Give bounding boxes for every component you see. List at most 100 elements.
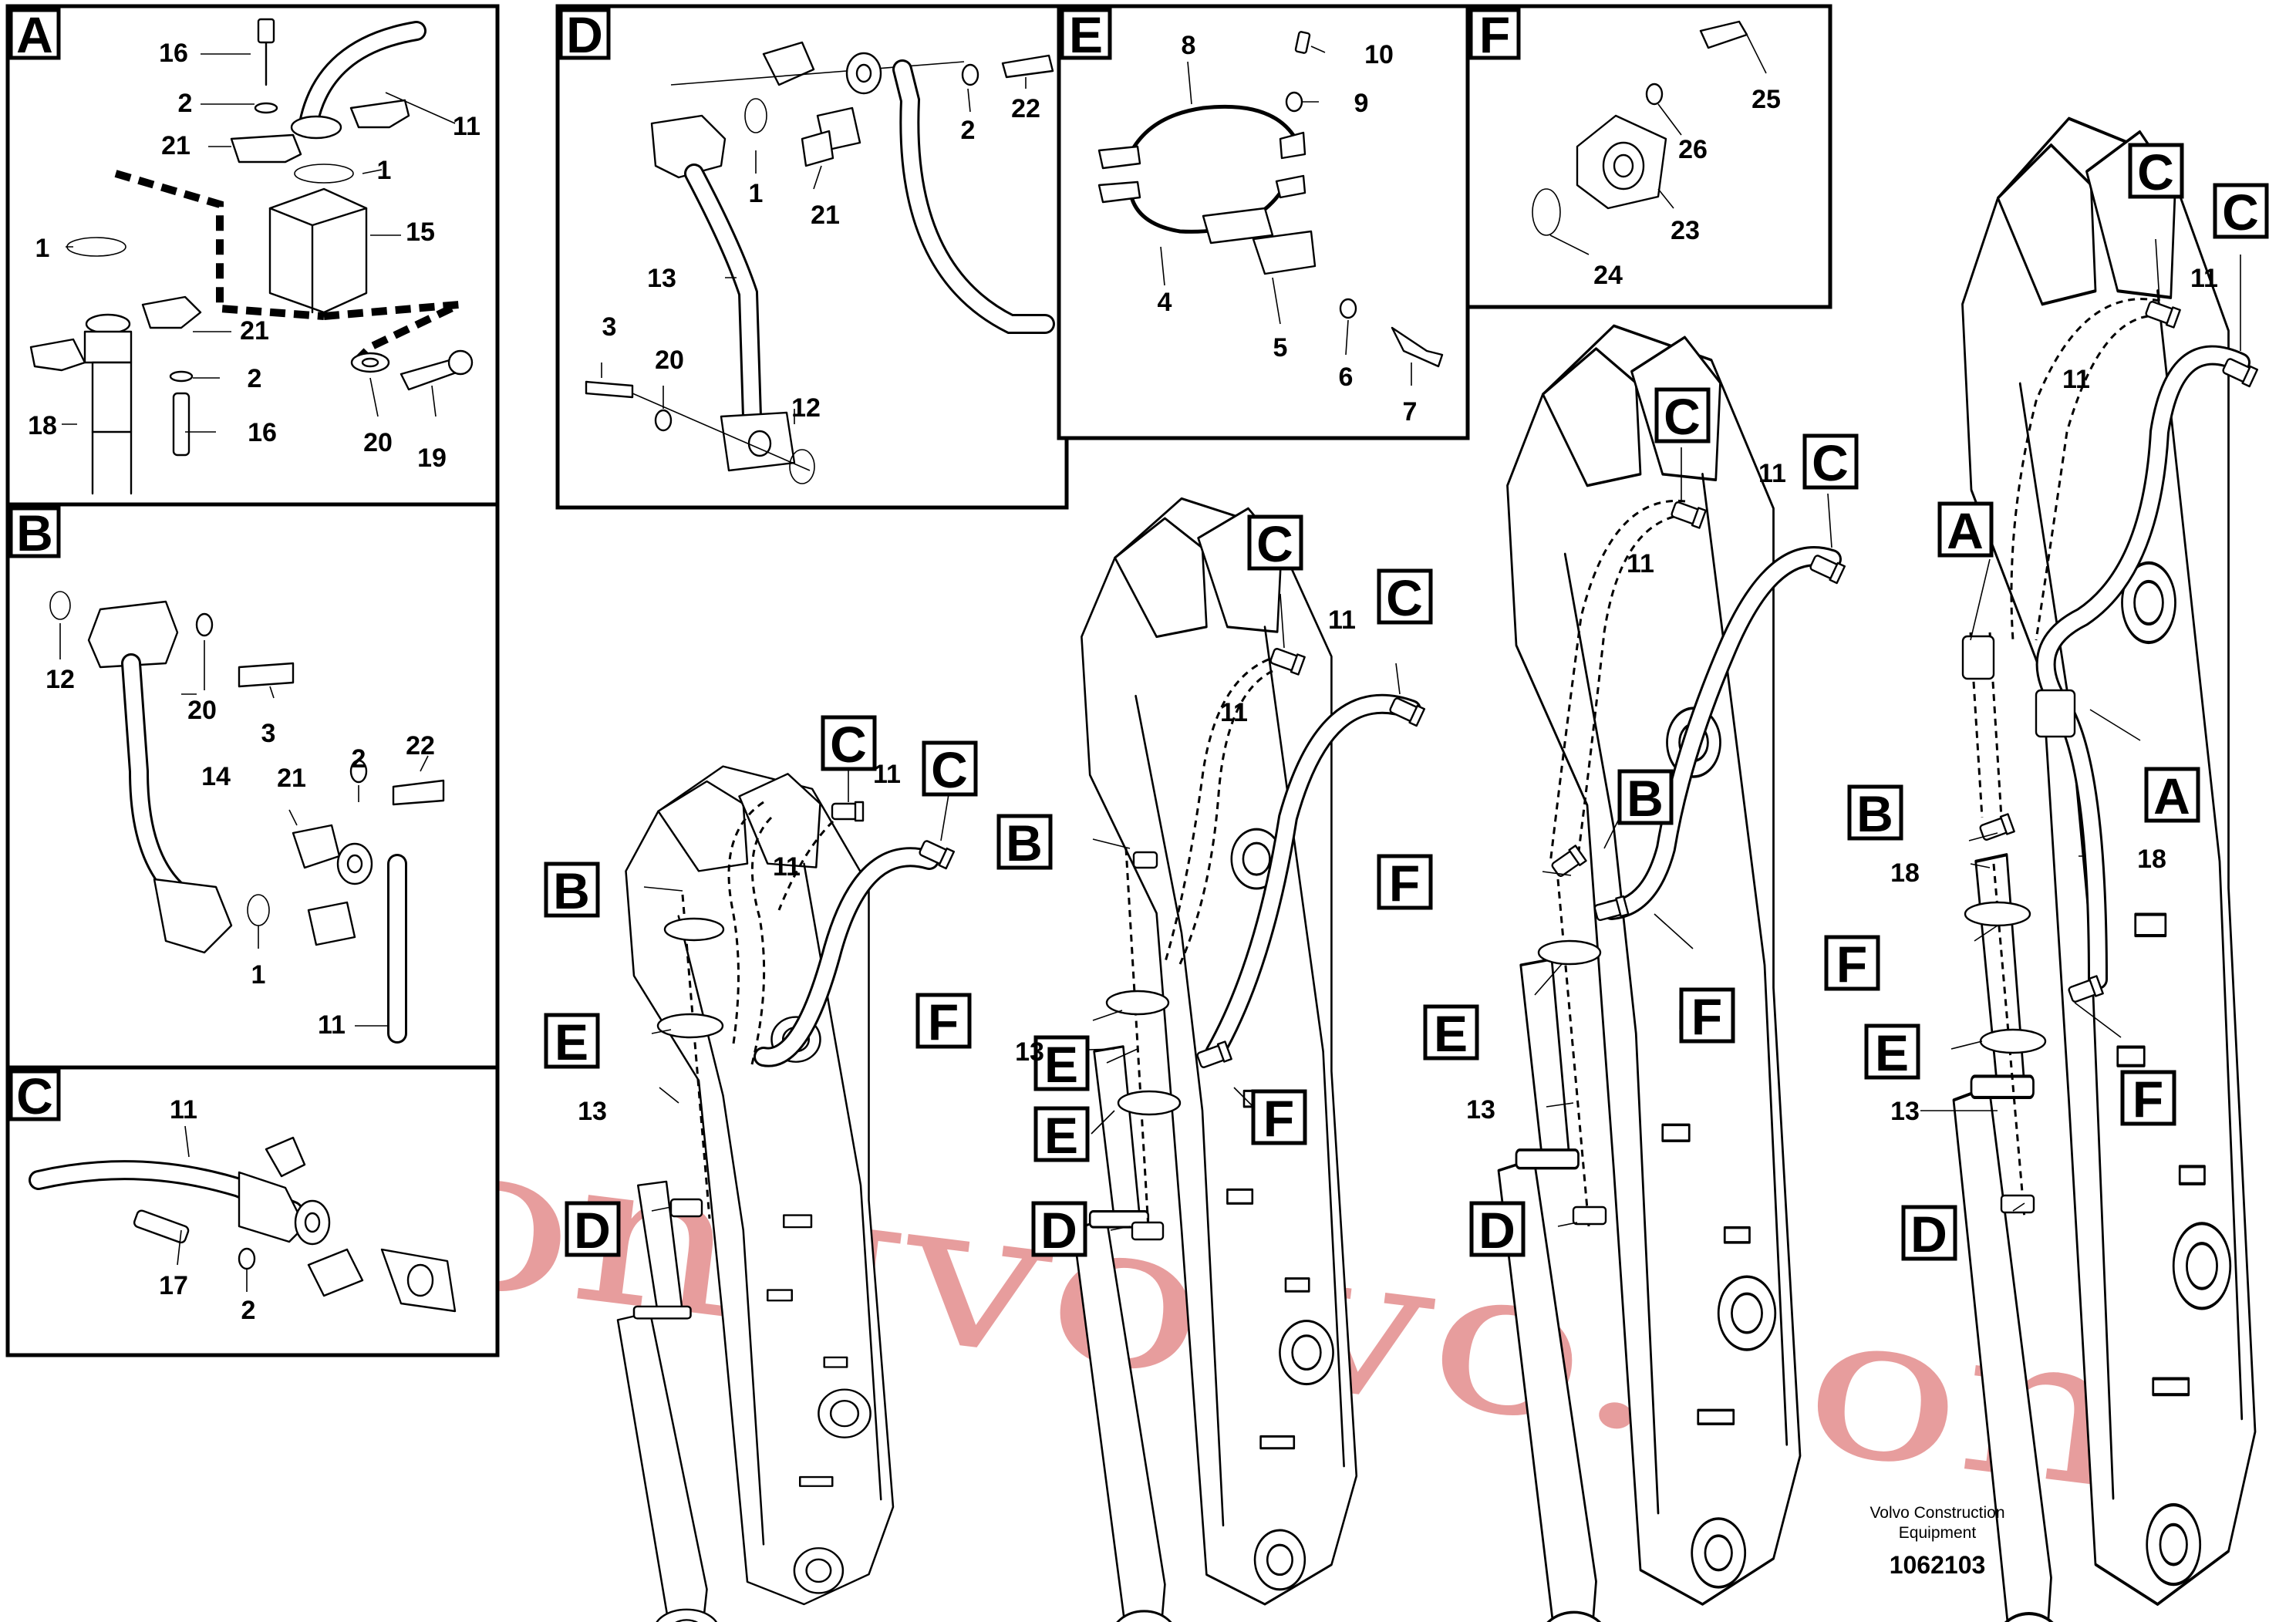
detail-panel-a: A 16 2 11 21 1 15 1 21 2	[5, 4, 500, 507]
svg-text:2: 2	[178, 89, 193, 118]
svg-text:5: 5	[1273, 333, 1288, 363]
boom-3-labels: C C B F E F D 11 11 13	[1377, 387, 1859, 1259]
svg-text:1: 1	[377, 156, 392, 185]
svg-text:11: 11	[1758, 459, 1786, 488]
svg-text:F: F	[1691, 988, 1722, 1045]
svg-text:C: C	[1664, 388, 1701, 445]
svg-text:13: 13	[647, 264, 676, 293]
svg-text:A: A	[1947, 502, 1984, 559]
panel-f-callouts: 25 26 23 24	[1593, 85, 1781, 290]
svg-text:19: 19	[417, 443, 447, 473]
detail-panel-d: D 22 1 2 21 13 3 20 12	[555, 4, 1069, 510]
boom-assembly-4: C C A A B F E F D 11 11 18 18 13	[1824, 119, 2269, 1622]
svg-text:20: 20	[363, 428, 393, 457]
svg-text:23: 23	[1671, 216, 1700, 245]
svg-text:D: D	[1040, 1202, 1077, 1259]
svg-text:13: 13	[1466, 1095, 1495, 1125]
svg-text:2: 2	[352, 744, 366, 774]
svg-text:18: 18	[1890, 858, 1920, 888]
svg-text:21: 21	[240, 316, 269, 346]
svg-text:C: C	[2137, 143, 2174, 201]
svg-text:A: A	[2153, 767, 2190, 824]
svg-text:1: 1	[35, 234, 50, 263]
svg-text:C: C	[1812, 434, 1849, 491]
svg-text:3: 3	[602, 312, 617, 342]
svg-text:11: 11	[170, 1095, 197, 1125]
svg-text:11: 11	[1328, 605, 1356, 635]
svg-text:11: 11	[318, 1010, 346, 1040]
svg-text:11: 11	[1220, 698, 1248, 727]
boom-assembly-3: C C B F E F D 11 11 13	[1377, 324, 1859, 1622]
svg-text:11: 11	[1627, 549, 1654, 578]
svg-text:E: E	[1044, 1107, 1078, 1164]
panel-a-title: A	[16, 6, 53, 63]
svg-text:13: 13	[1890, 1097, 1920, 1126]
svg-text:C: C	[931, 741, 968, 798]
panel-b-callouts: 12 20 3 14 22 21 2 1 11	[46, 665, 435, 1040]
svg-text:1: 1	[749, 179, 764, 208]
svg-text:13: 13	[1015, 1037, 1044, 1067]
svg-text:21: 21	[277, 764, 306, 793]
drawing-footer: Volvo Construction Equipment 1062103	[1870, 1504, 2004, 1579]
svg-text:2: 2	[248, 364, 262, 393]
svg-text:D: D	[1910, 1206, 1947, 1263]
svg-text:2: 2	[241, 1296, 256, 1325]
svg-text:E: E	[555, 1013, 588, 1071]
svg-text:11: 11	[873, 760, 901, 789]
svg-text:11: 11	[453, 112, 480, 141]
boom-assembly-2: C C B F E E D F 11 11 13	[915, 497, 1433, 1622]
panel-b-title: B	[16, 504, 53, 561]
svg-text:C: C	[1386, 569, 1423, 626]
svg-text:C: C	[830, 716, 867, 773]
svg-text:22: 22	[406, 731, 435, 760]
boom-2-labels: C C B F E E D F 11 11 13	[915, 514, 1433, 1259]
detail-panel-e: E 8 10 9 4 5 6 7	[1057, 4, 1470, 440]
svg-text:F: F	[928, 993, 959, 1050]
svg-text:D: D	[1478, 1202, 1515, 1259]
svg-text:7: 7	[1403, 397, 1418, 427]
svg-text:15: 15	[406, 218, 435, 247]
svg-text:F: F	[1836, 936, 1867, 993]
svg-text:18: 18	[28, 411, 57, 440]
svg-text:E: E	[1044, 1036, 1078, 1093]
panel-f-title: F	[1479, 6, 1510, 63]
panel-d-callouts: 22 1 2 21 13 3 20 12	[602, 94, 1040, 423]
detail-panel-c: C 11 17 2	[5, 1065, 500, 1357]
svg-text:21: 21	[161, 131, 190, 160]
svg-text:9: 9	[1354, 89, 1369, 118]
svg-text:25: 25	[1752, 85, 1781, 114]
svg-text:17: 17	[159, 1271, 188, 1300]
svg-text:11: 11	[773, 852, 801, 882]
svg-text:B: B	[1006, 814, 1043, 872]
svg-text:12: 12	[46, 665, 75, 694]
svg-text:4: 4	[1158, 288, 1172, 317]
svg-text:F: F	[2132, 1071, 2163, 1128]
svg-text:2: 2	[961, 116, 976, 145]
svg-text:22: 22	[1011, 94, 1040, 123]
svg-text:B: B	[553, 862, 590, 919]
svg-text:C: C	[1256, 515, 1293, 572]
svg-text:3: 3	[261, 719, 276, 748]
svg-text:20: 20	[655, 346, 684, 375]
detail-panel-f: F 25 26 23 24	[1465, 4, 1832, 309]
svg-text:F: F	[1263, 1090, 1294, 1147]
panel-d-title: D	[566, 6, 603, 63]
svg-text:11: 11	[2190, 264, 2218, 293]
svg-text:F: F	[1389, 855, 1420, 912]
panel-e-callouts: 8 10 9 4 5 6 7	[1158, 31, 1418, 427]
boom-4-labels: C C A A B F E F D 11 11 18 18 13	[1824, 143, 2269, 1263]
svg-text:21: 21	[811, 201, 840, 230]
company-name-line-1: Volvo Construction	[1870, 1504, 2004, 1522]
svg-text:14: 14	[201, 762, 231, 791]
svg-text:D: D	[574, 1202, 611, 1259]
svg-text:10: 10	[1364, 40, 1394, 69]
svg-text:24: 24	[1593, 261, 1623, 290]
svg-text:20: 20	[187, 696, 217, 725]
panel-c-callouts: 11 17 2	[159, 1095, 255, 1325]
boom-assembly-1: C C B E D 11 11 13	[544, 715, 978, 1622]
detail-panel-b: B 12 20 3 14 22 21 2 1 11	[5, 502, 500, 1070]
svg-text:E: E	[1434, 1005, 1468, 1062]
panel-a-callouts: 16 2 11 21 1 15 1 21 2 16 18 20 19	[28, 39, 480, 473]
boom-1-labels: C C B E D 11 11 13	[544, 715, 978, 1259]
svg-text:B: B	[1856, 785, 1893, 842]
